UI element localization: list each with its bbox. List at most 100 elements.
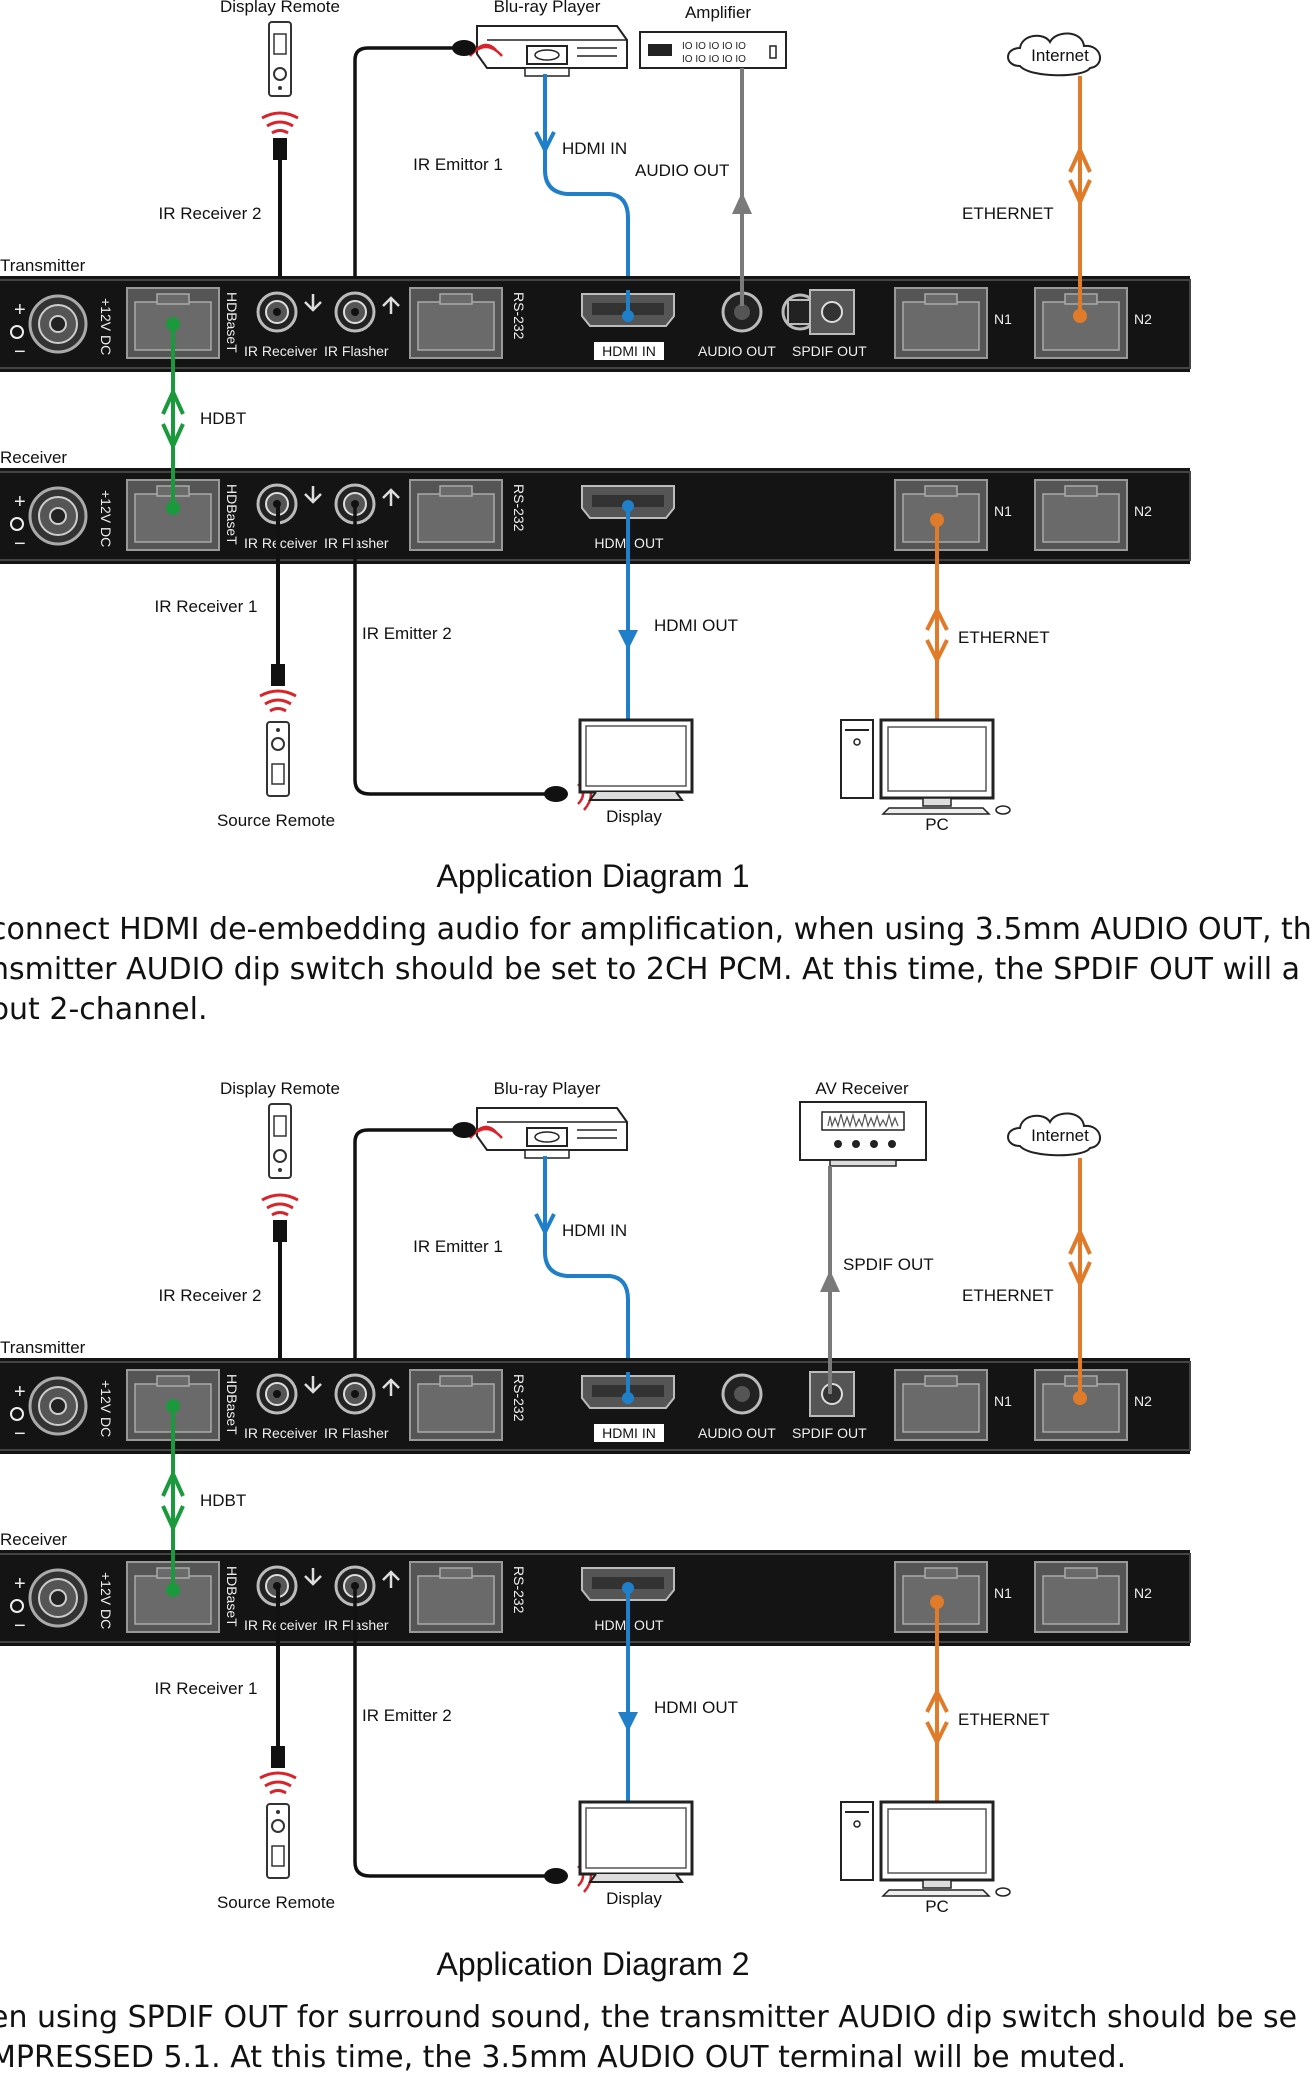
receiver-panel: +12V DC HDBaseT IR Receiver IR Flasher R… [0,468,1190,564]
hdmi-in-port-label: HDMI IN [602,343,656,359]
hdbaset-label: HDBaseT [224,1566,240,1627]
ethernet-bottom-label: ETHERNET [958,1710,1050,1729]
ethernet-top-label: ETHERNET [962,1286,1054,1305]
paragraph-1-line-2: nsmitter AUDIO dip switch should be set … [0,952,1300,987]
ir-emitter2-label: IR Emitter 2 [362,1706,452,1725]
tv-icon [578,718,694,802]
bluray-player-icon [476,1107,628,1159]
caption-2: Application Diagram 2 [436,1946,749,1982]
rs232-label: RS-232 [511,1566,527,1614]
spdif-out-label: SPDIF OUT [843,1255,934,1274]
ir-emitter2-cable [353,1586,550,1878]
rs232-label: RS-232 [511,1374,527,1422]
n1-label: N1 [994,503,1012,519]
n1-label: N1 [994,311,1012,327]
hdmi-in-label: HDMI IN [562,1221,627,1240]
hdbaset-label: HDBaseT [224,1374,240,1435]
ir-receiver1-label: IR Receiver 1 [155,1679,258,1698]
ir-emitter2-cable [353,504,550,796]
paragraph-2: en using SPDIF OUT for surround sound, t… [0,1998,1298,2078]
hdbt-label: HDBT [200,1491,246,1510]
n2-label: N2 [1134,1585,1152,1601]
internet-label: Internet [1031,46,1089,65]
bluray-player-icon [476,25,628,77]
dc-label: +12V DC [98,1572,114,1629]
transmitter-panel: +12V DC HDBaseT IR Receiver IR Flasher R… [0,276,1190,372]
display-label: Display [606,807,662,826]
hdmi-in-port-label: HDMI IN [602,1425,656,1441]
paragraph-1-line-3: put 2-channel. [0,992,208,1027]
ir-emitter1-cable [353,1128,458,1372]
hdmi-in-cable [543,74,630,310]
pc-label: PC [925,1897,949,1916]
ir-receiver-port-label: IR Receiver [244,343,317,359]
bluray-label: Blu-ray Player [494,0,601,16]
display-remote-label: Display Remote [220,1079,340,1098]
spdif-out-port-label: SPDIF OUT [792,1425,867,1441]
ir-receiver-port-label: IR Receiver [244,535,317,551]
rs232-label: RS-232 [511,292,527,340]
audio-out-label: AUDIO OUT [635,161,729,180]
ethernet-bottom-label: ETHERNET [958,628,1050,647]
bluray-label: Blu-ray Player [494,1079,601,1098]
ir-receiver1-label: IR Receiver 1 [155,597,258,616]
ir-emitter1-cable [353,46,458,290]
ir-receiver2-label: IR Receiver 2 [159,1286,262,1305]
ir-receiver2-label: IR Receiver 2 [159,204,262,223]
remote-icon [268,1103,292,1179]
receiver-label: Receiver [0,448,67,467]
receiver-panel: +12V DC HDBaseT IR Receiver IR Flasher R… [0,1550,1190,1646]
diagram-1: Display Remote Blu-ray Player Amplifier … [0,0,1190,894]
spdif-out-port-label: SPDIF OUT [792,343,867,359]
n1-label: N1 [994,1585,1012,1601]
n2-label: N2 [1134,1393,1152,1409]
dc-label: +12V DC [98,490,114,547]
audio-out-port-label: AUDIO OUT [698,1425,776,1441]
remote-icon [268,21,292,97]
source-remote-label: Source Remote [217,811,335,830]
ir-receiver-port-label: IR Receiver [244,1425,317,1441]
hdbt-label: HDBT [200,409,246,428]
pc-label: PC [925,815,949,834]
ethernet-top-label: ETHERNET [962,204,1054,223]
audio-out-port-label: AUDIO OUT [698,343,776,359]
ir-emitter1-label: IR Emittor 1 [413,155,503,174]
pc-icon [839,1800,1012,1898]
av-receiver-label: AV Receiver [815,1079,909,1098]
ir-flasher-port-label: IR Flasher [324,1425,389,1441]
transmitter-label: Transmitter [0,1338,86,1357]
ir-emitter2-label: IR Emitter 2 [362,624,452,643]
n2-label: N2 [1134,503,1152,519]
dc-label: +12V DC [98,298,114,355]
remote-icon [266,721,290,797]
diagram-2: Display Remote Blu-ray Player AV Receive… [0,1079,1190,1982]
hdmi-out-label: HDMI OUT [654,1698,738,1717]
receiver-label: Receiver [0,1530,67,1549]
paragraph-1: connect HDMI de-embedding audio for ampl… [0,910,1312,1030]
caption-1: Application Diagram 1 [436,858,749,894]
ir-wave-icon [260,1193,300,1217]
av-receiver-icon [799,1101,927,1167]
display-remote-label: Display Remote [220,0,340,16]
hdbaset-label: HDBaseT [224,484,240,545]
hdmi-in-cable [543,1156,630,1392]
amplifier-label: Amplifier [685,3,751,22]
paragraph-2-line-1: en using SPDIF OUT for surround sound, t… [0,2000,1298,2035]
paragraph-1-line-1: connect HDMI de-embedding audio for ampl… [0,912,1312,947]
n1-label: N1 [994,1393,1012,1409]
remote-icon [266,1803,290,1879]
dc-label: +12V DC [98,1380,114,1437]
rs232-label: RS-232 [511,484,527,532]
transmitter-panel: +12V DC HDBaseT IR Receiver IR Flasher R… [0,1358,1190,1454]
n2-label: N2 [1134,311,1152,327]
hdbaset-label: HDBaseT [224,292,240,353]
tv-icon [578,1800,694,1884]
amplifier-icon [639,31,787,69]
pc-icon [839,718,1012,816]
display-label: Display [606,1889,662,1908]
hdmi-in-label: HDMI IN [562,139,627,158]
source-remote-label: Source Remote [217,1893,335,1912]
ir-wave-icon [260,111,300,135]
paragraph-2-line-2: MPRESSED 5.1. At this time, the 3.5mm AU… [0,2040,1127,2075]
transmitter-label: Transmitter [0,256,86,275]
